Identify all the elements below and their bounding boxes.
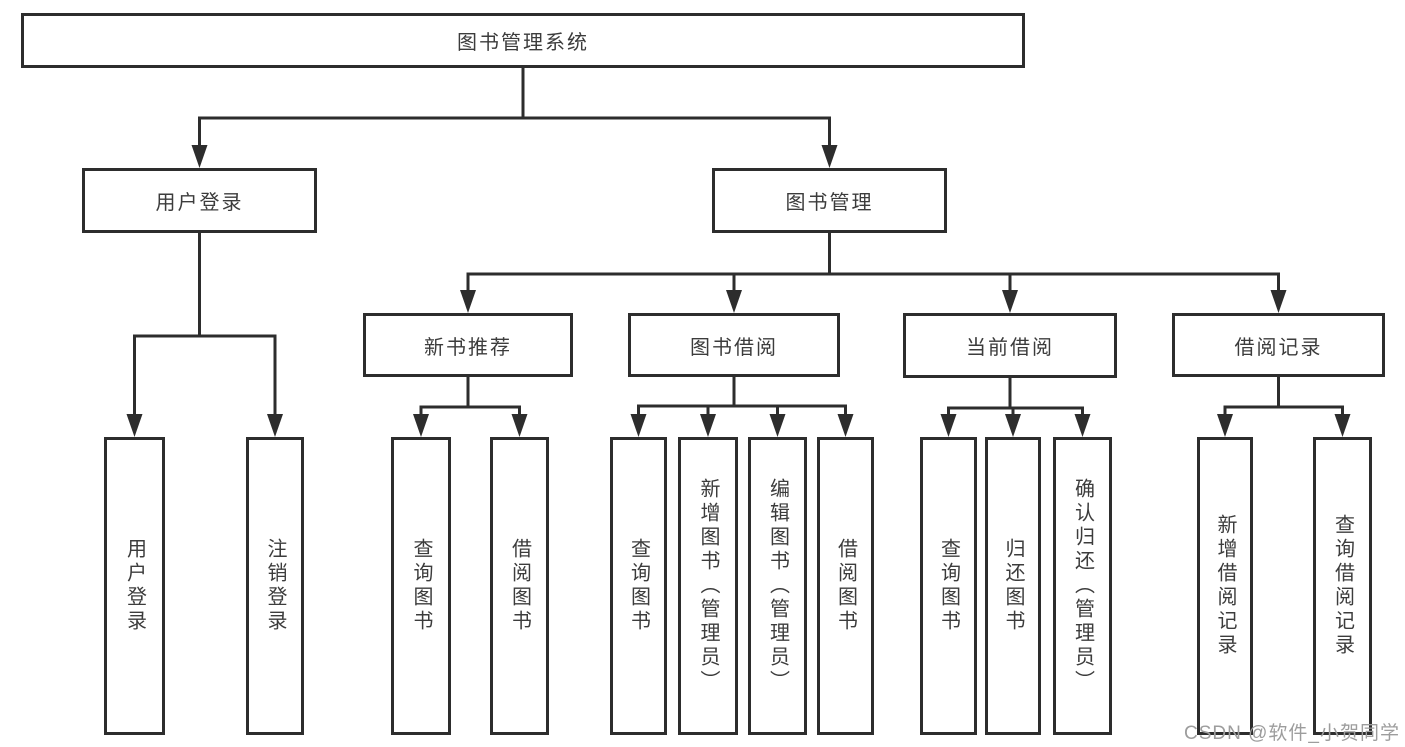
arrow-down-leaf-borrow-books-1 — [511, 414, 528, 437]
node-label: 借阅图书 — [834, 538, 857, 634]
node-leaf-query-books-1: 查询图书 — [391, 437, 451, 735]
arrow-down-leaf-add-record — [1217, 414, 1233, 437]
node-label: 借阅图书 — [508, 538, 531, 634]
node-label: 图书管理系统 — [457, 32, 589, 54]
watermark: CSDN @软件_小贺同学 — [1184, 723, 1400, 744]
node-label: 归还图书 — [1002, 538, 1024, 634]
arrow-down-user-login — [191, 145, 208, 168]
connector-new-book-rail — [419, 405, 521, 416]
node-leaf-query-books-3: 查询图书 — [920, 437, 977, 735]
arrow-down-book-borrowing — [726, 290, 742, 313]
connector-user-login-rail — [133, 334, 277, 416]
node-borrowing-records: 借阅记录 — [1172, 313, 1385, 377]
node-label: 查询图书 — [410, 538, 432, 634]
node-label: 借阅记录 — [1234, 336, 1323, 359]
arrow-down-leaf-logout — [267, 414, 283, 437]
connector-level3-rail — [466, 272, 1280, 292]
node-label: 查询借阅记录 — [1331, 514, 1354, 658]
arrow-down-book-management — [821, 145, 838, 168]
node-new-book-recommend: 新书推荐 — [363, 313, 573, 377]
node-label: 确认归还（管理员） — [1071, 478, 1094, 694]
arrow-down-leaf-user-login — [126, 414, 143, 437]
node-book-borrowing: 图书借阅 — [628, 313, 840, 377]
node-library-management-system: 图书管理系统 — [21, 13, 1025, 68]
arrow-down-leaf-confirm-return — [1074, 414, 1091, 437]
connector-book-borrowing-rail — [637, 404, 847, 416]
node-label: 查询图书 — [937, 538, 960, 634]
arrow-down-leaf-edit-books — [769, 414, 786, 437]
node-label: 新书推荐 — [424, 336, 512, 359]
arrow-down-current-borrowing — [1002, 290, 1018, 313]
node-leaf-edit-books-admin: 编辑图书（管理员） — [748, 437, 807, 735]
node-leaf-logout: 注销登录 — [246, 437, 304, 735]
node-label: 注销登录 — [264, 538, 286, 634]
arrow-down-leaf-query-books-2 — [630, 414, 647, 437]
node-leaf-return-books: 归还图书 — [985, 437, 1041, 735]
node-book-management: 图书管理 — [712, 168, 947, 233]
arrow-down-leaf-query-books-3 — [940, 414, 957, 437]
arrow-down-leaf-query-books-1 — [413, 414, 429, 437]
node-leaf-borrow-books-2: 借阅图书 — [817, 437, 874, 735]
connector-current-borrowing-rail — [947, 406, 1084, 416]
node-label: 图书借阅 — [690, 336, 778, 359]
node-leaf-add-books-admin: 新增图书（管理员） — [678, 437, 738, 735]
node-leaf-query-borrow-record: 查询借阅记录 — [1313, 437, 1372, 735]
node-label: 查询图书 — [627, 538, 650, 634]
node-label: 用户登录 — [123, 538, 146, 634]
connector-level2-rail — [198, 116, 831, 146]
node-label: 当前借阅 — [966, 337, 1054, 359]
arrow-down-new-book-recommend — [460, 290, 476, 313]
node-label: 新增图书（管理员） — [697, 478, 719, 694]
connector-borrowing-records-rail — [1223, 405, 1344, 416]
node-leaf-confirm-return-admin: 确认归还（管理员） — [1053, 437, 1112, 735]
node-leaf-add-borrow-record: 新增借阅记录 — [1197, 437, 1253, 735]
node-label: 编辑图书（管理员） — [766, 478, 789, 694]
arrow-down-leaf-borrow-books-2 — [837, 414, 854, 437]
node-leaf-borrow-books-1: 借阅图书 — [490, 437, 549, 735]
arrow-down-borrowing-records — [1270, 290, 1287, 313]
node-leaf-user-login: 用户登录 — [104, 437, 165, 735]
arrow-down-leaf-return-books — [1005, 414, 1021, 437]
arrow-down-leaf-add-books — [700, 414, 716, 437]
node-label: 用户登录 — [155, 192, 244, 214]
node-leaf-query-books-2: 查询图书 — [610, 437, 667, 735]
arrow-down-leaf-query-record — [1334, 414, 1351, 437]
node-current-borrowing: 当前借阅 — [903, 313, 1117, 378]
node-label: 新增借阅记录 — [1214, 514, 1236, 658]
node-user-login: 用户登录 — [82, 168, 317, 233]
node-label: 图书管理 — [785, 192, 874, 214]
